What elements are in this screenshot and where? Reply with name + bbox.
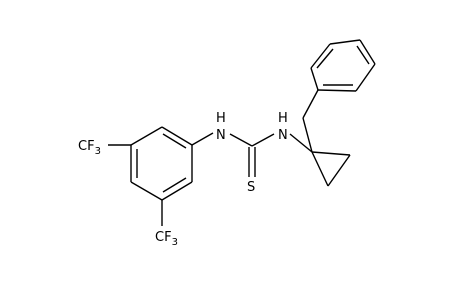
bond-nh-left-to-thiocarbonyl: [229, 133, 253, 147]
sulfur-label: S: [247, 180, 255, 195]
ring-bond: [161, 126, 193, 146]
benzyl-phenyl-ring: [310, 39, 376, 92]
nh-left-hydrogen-label: H: [216, 111, 226, 126]
ring-bond: [311, 151, 329, 187]
ring-bond: [311, 151, 351, 156]
ring-bond: [327, 154, 351, 187]
ring-bond: [355, 63, 376, 92]
nh-right-nitrogen-label: N: [278, 128, 288, 143]
nh-right-hydrogen-label: H: [278, 111, 288, 126]
bis-trifluoromethyl-phenyl-ring: [130, 126, 193, 201]
ring-bond: [359, 39, 376, 65]
ring-bond: [130, 181, 163, 201]
ring-double-bond: [162, 133, 187, 149]
bond-thiocarbonyl-to-nh-right: [251, 133, 275, 147]
bond-cyclopropyl-to-ch2: [302, 117, 313, 153]
cf3-bottom-label: CF3: [155, 230, 178, 248]
bond-ch2-to-phenyl: [302, 89, 319, 119]
ring-bond: [130, 126, 163, 146]
bond-nh-right-to-cyclopropyl: [289, 133, 313, 153]
nh-left-nitrogen-label: N: [216, 128, 226, 143]
ring-bond: [317, 89, 357, 92]
cf3-top-label: CF3: [78, 139, 101, 157]
ring-bond: [310, 67, 319, 91]
ring-double-bond: [316, 48, 334, 69]
ring-bond: [310, 43, 331, 69]
bond-ring-to-nh-left: [191, 132, 214, 146]
ring-double-bond: [356, 45, 370, 65]
ring-bond: [329, 39, 361, 45]
cyclopropane-ring: [311, 151, 351, 187]
ring-bond: [161, 181, 193, 201]
ring-double-bond: [162, 177, 187, 193]
